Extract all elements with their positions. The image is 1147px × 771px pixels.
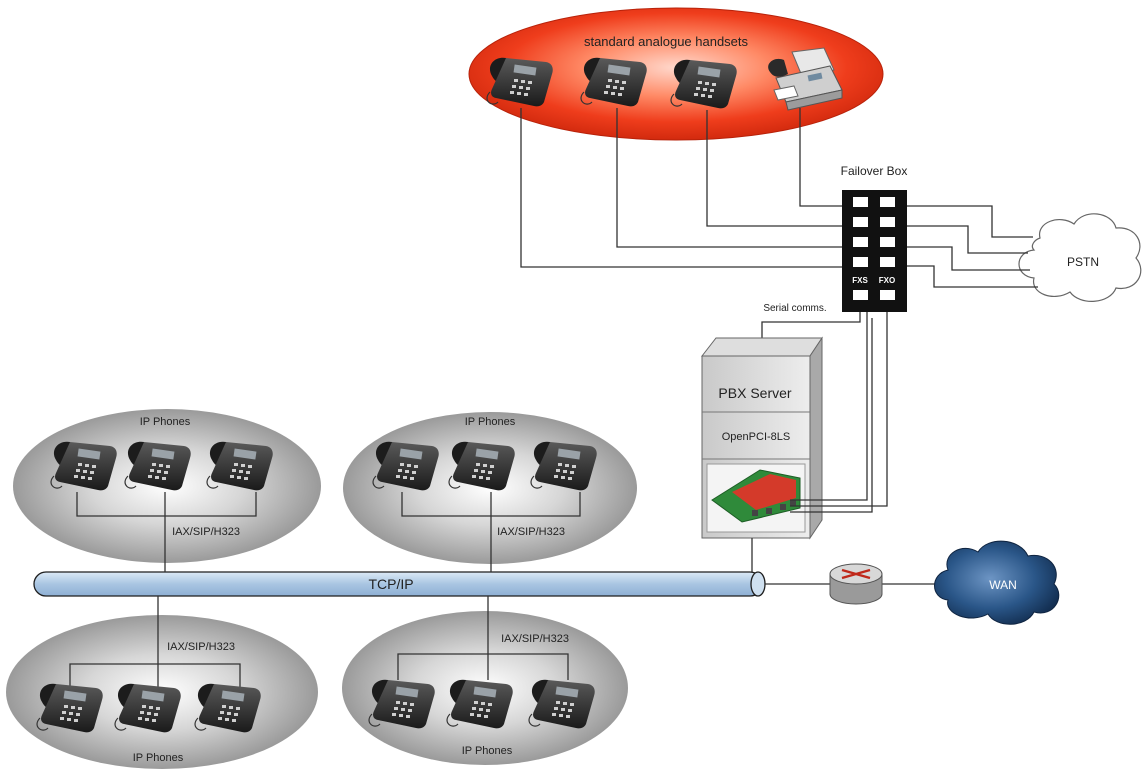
pstn-line xyxy=(907,205,1033,238)
ip-phone-wiring xyxy=(401,492,581,572)
analogue-line xyxy=(616,108,842,248)
failover-box xyxy=(842,190,907,312)
fxs-line xyxy=(790,312,868,501)
fxo-line xyxy=(790,312,888,507)
ip-phones-label: IP Phones xyxy=(465,416,516,428)
pci-card-daughterboard xyxy=(732,474,796,510)
analogue-line xyxy=(520,108,842,268)
ip-phones-label: IP Phones xyxy=(462,745,513,757)
pstn-cloud xyxy=(1018,213,1142,302)
fax-line xyxy=(799,108,842,207)
pstn-line xyxy=(907,246,1030,271)
server-top xyxy=(700,337,823,357)
pstn-label: PSTN xyxy=(1067,255,1099,269)
failover-box-ports xyxy=(853,197,895,300)
fxs-port-label: FXS xyxy=(852,276,868,285)
card-line xyxy=(790,318,873,513)
protocol-label: IAX/SIP/H323 xyxy=(501,633,569,645)
pstn-line xyxy=(907,265,1038,288)
fxo-port-label: FXO xyxy=(879,276,895,285)
ip-phones-label: IP Phones xyxy=(140,416,191,428)
ip-phone-wiring xyxy=(397,596,569,680)
pbx-server-title: PBX Server xyxy=(718,385,791,401)
pstn-line xyxy=(907,225,1028,254)
wan-cloud xyxy=(934,540,1060,625)
telephony-card-label: OpenPCI-8LS xyxy=(722,431,790,443)
analogue-line xyxy=(706,110,842,227)
tcpip-bus-label: TCP/IP xyxy=(368,576,413,592)
wan-label: WAN xyxy=(989,578,1017,592)
failover-box-label: Failover Box xyxy=(841,164,908,178)
protocol-label: IAX/SIP/H323 xyxy=(497,526,565,538)
ip-phone-wiring xyxy=(76,492,257,572)
server-side xyxy=(809,336,823,540)
serial-comms-line xyxy=(761,312,861,340)
protocol-label: IAX/SIP/H323 xyxy=(167,641,235,653)
router-icon xyxy=(829,563,883,605)
ip-phone-wiring xyxy=(69,596,241,690)
ip-phones-label: IP Phones xyxy=(133,752,184,764)
protocol-label: IAX/SIP/H323 xyxy=(172,526,240,538)
serial-comms-label: Serial comms. xyxy=(763,303,826,314)
analogue-handsets-label: standard analogue handsets xyxy=(584,34,749,49)
